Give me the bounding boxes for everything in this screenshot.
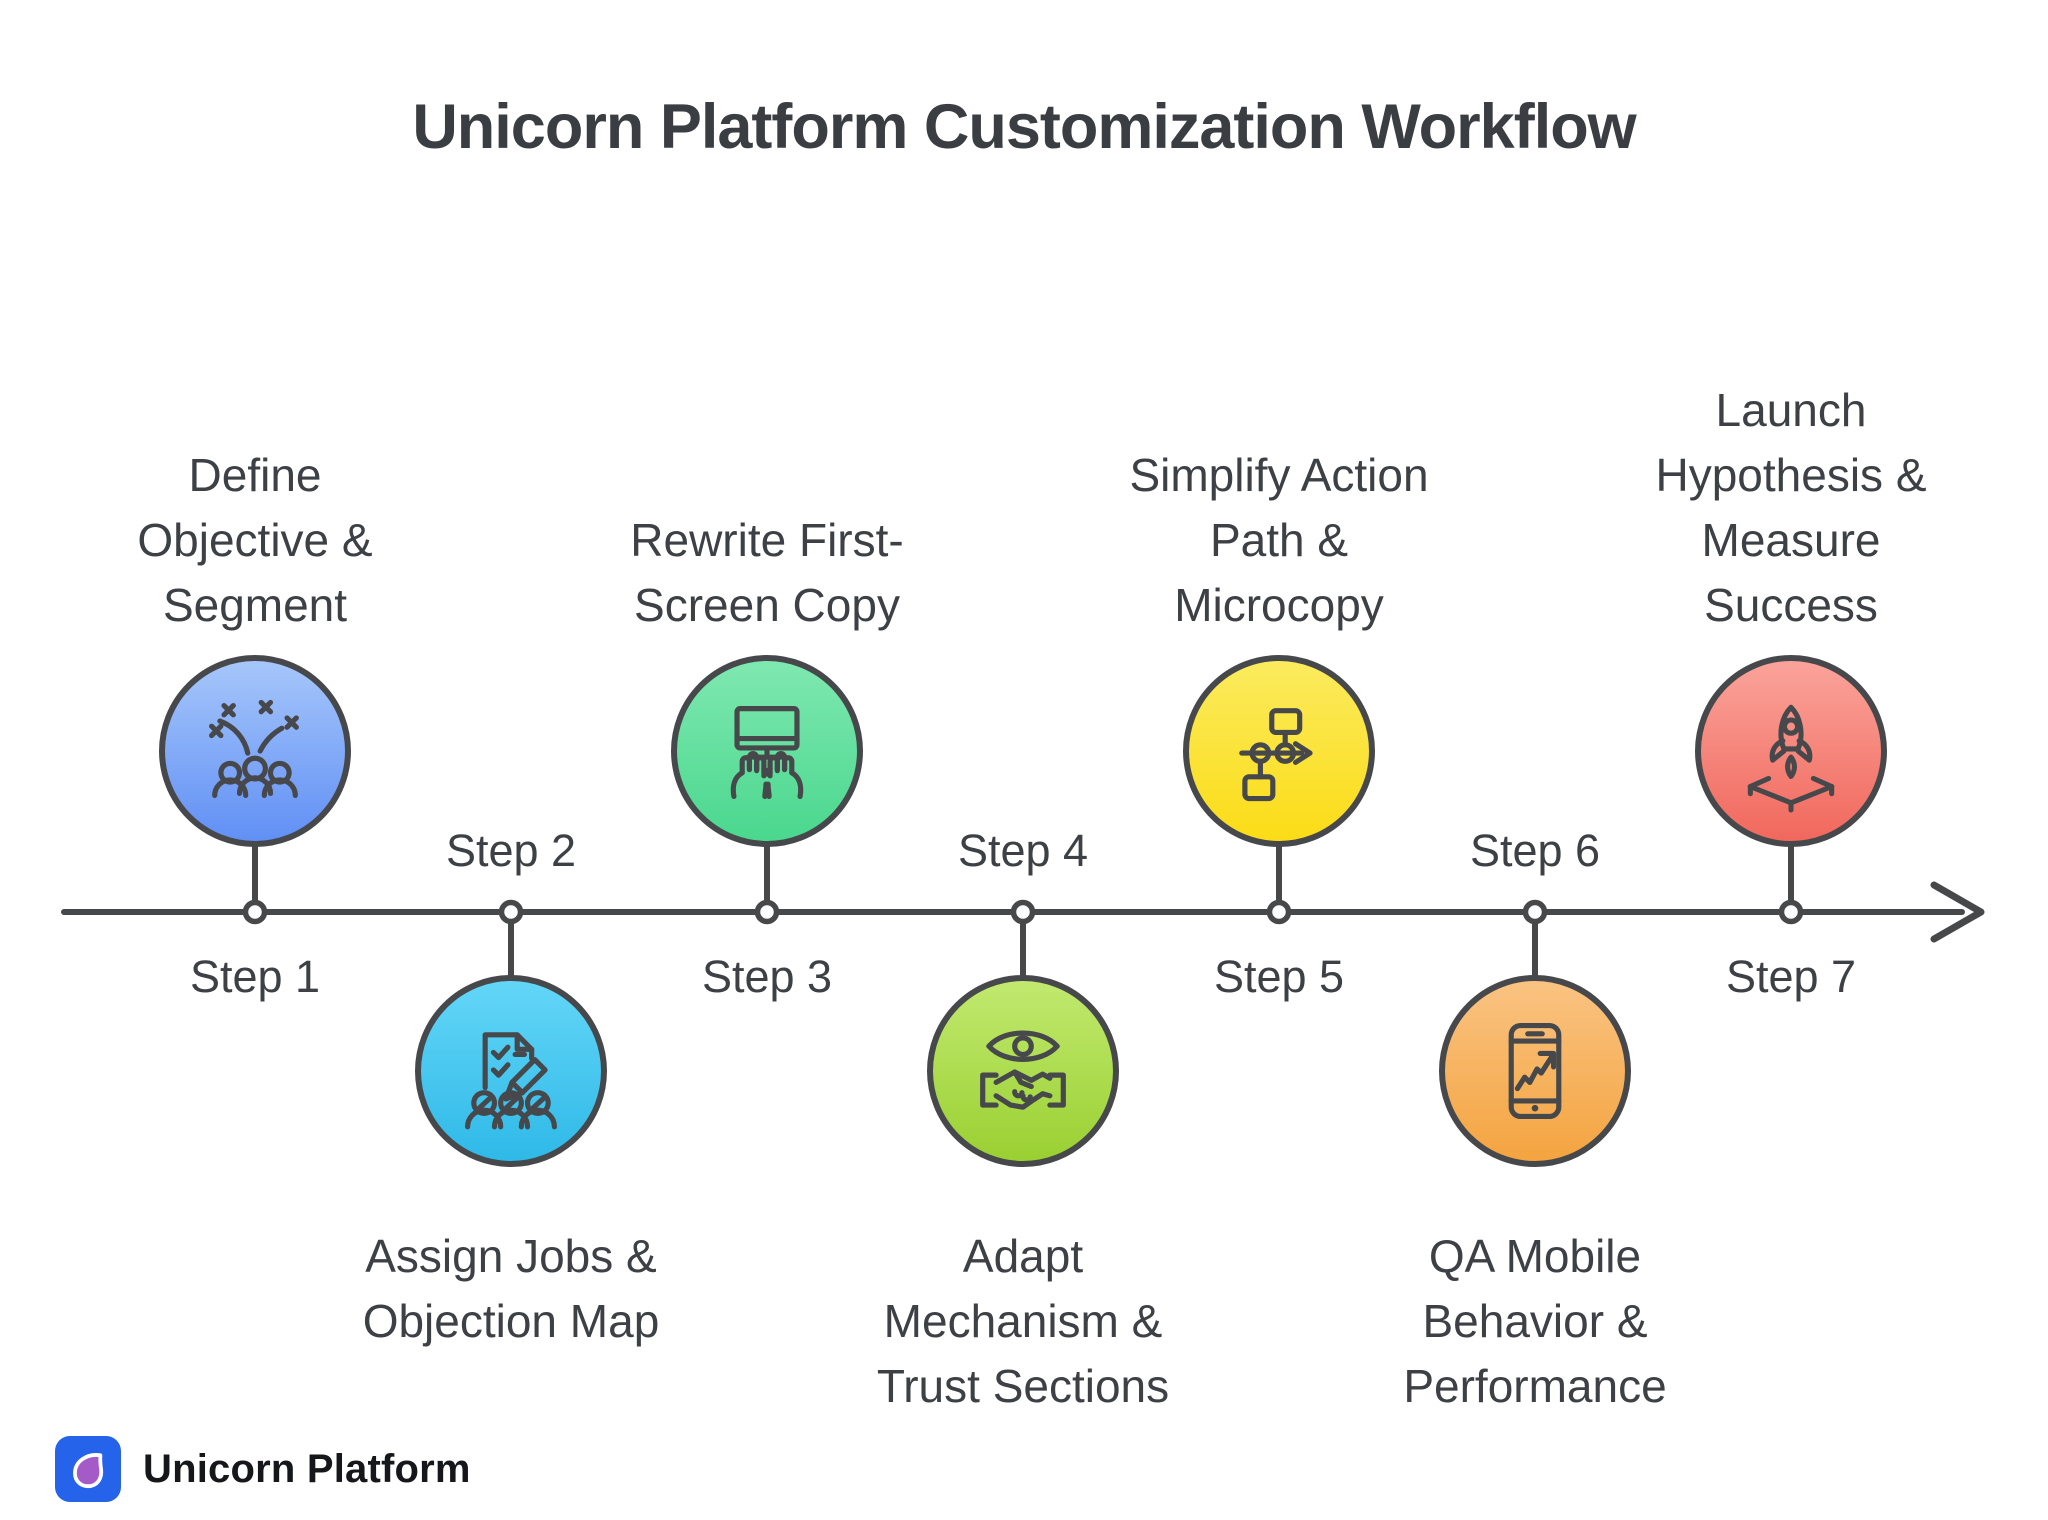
step-3-title: Rewrite First- Screen Copy <box>630 514 904 631</box>
step-3-label: Step 3 <box>701 951 833 1002</box>
step-1-milestone-dot <box>242 899 268 925</box>
step-6-label: Step 6 <box>1469 825 1601 876</box>
step-7-label: Step 7 <box>1725 951 1857 1002</box>
step-2-milestone-dot <box>498 899 524 925</box>
step-7-circle <box>1695 655 1887 847</box>
mobile-analytics-icon <box>1508 1022 1562 1120</box>
timeline-arrowhead-icon <box>1930 881 1985 943</box>
step-6-circle <box>1439 975 1631 1167</box>
step-6-milestone-dot <box>1522 899 1548 925</box>
step-5-circle <box>1183 655 1375 847</box>
step-3-milestone-dot <box>754 899 780 925</box>
flowchart-icon <box>1239 708 1313 802</box>
step-4-title: Adapt Mechanism & Trust Sections <box>876 1230 1170 1412</box>
step-5-title: Simplify Action Path & Microcopy <box>1129 449 1429 631</box>
step-1-circle <box>159 655 351 847</box>
brand-name: Unicorn Platform <box>143 1446 471 1491</box>
step-2-title: Assign Jobs & Objection Map <box>362 1230 660 1347</box>
step-5-milestone-dot <box>1266 899 1292 925</box>
audience-growth-icon <box>209 699 299 799</box>
step-5-label: Step 5 <box>1213 951 1345 1002</box>
step-1-title: Define Objective & Segment <box>137 449 373 631</box>
monitor-typing-icon <box>730 706 804 800</box>
step-3-circle <box>671 655 863 847</box>
step-4-milestone-dot <box>1010 899 1036 925</box>
step-1-label: Step 1 <box>189 951 321 1002</box>
eye-handshake-icon <box>980 1030 1066 1110</box>
step-7-milestone-dot <box>1778 899 1804 925</box>
task-checklist-team-icon <box>465 1032 557 1130</box>
step-2-label: Step 2 <box>445 825 577 876</box>
rocket-launch-icon <box>1747 704 1835 813</box>
step-4-circle <box>927 975 1119 1167</box>
petal-icon <box>73 1453 104 1489</box>
unicorn-platform-logo-icon <box>55 1436 121 1502</box>
page-title: Unicorn Platform Customization Workflow <box>412 92 1636 162</box>
step-6-title: QA Mobile Behavior & Performance <box>1403 1230 1667 1412</box>
step-7-title: Launch Hypothesis & Measure Success <box>1655 384 1927 631</box>
brand-footer: Unicorn Platform <box>55 1436 471 1502</box>
step-2-circle <box>415 975 607 1167</box>
step-4-label: Step 4 <box>957 825 1089 876</box>
